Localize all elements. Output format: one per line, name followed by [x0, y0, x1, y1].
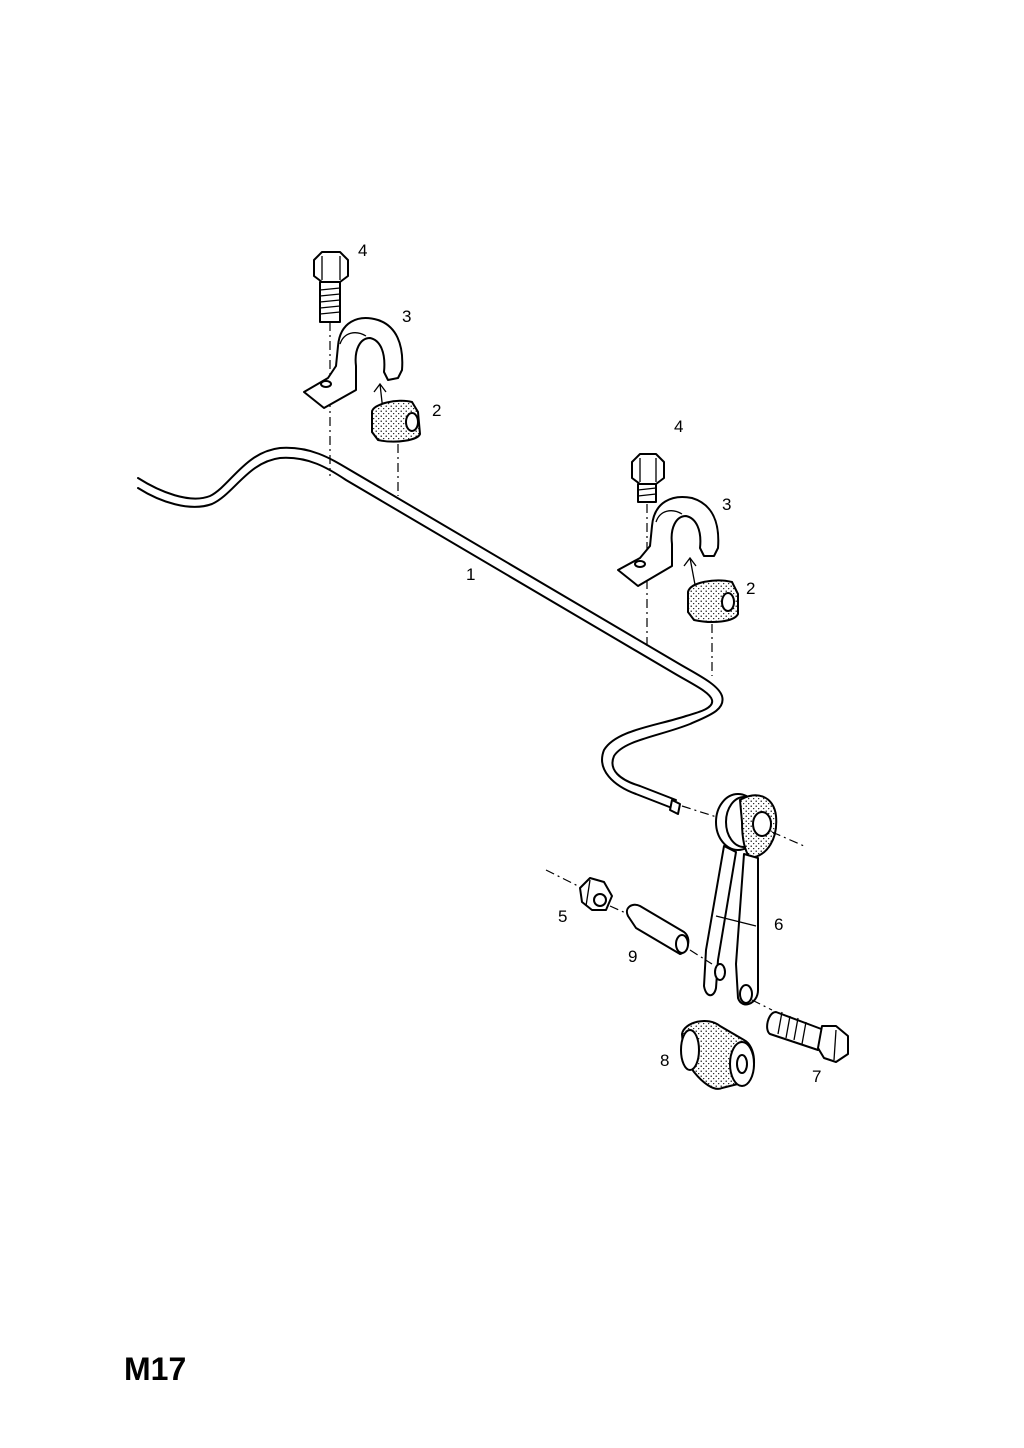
callout-right-bolt: 4	[674, 417, 683, 436]
right-bush	[687, 579, 739, 623]
callout-link: 6	[774, 915, 783, 934]
callout-link-bolt: 7	[812, 1067, 821, 1086]
stabilizer-bar	[137, 446, 727, 821]
link-bolt-axis	[751, 999, 773, 1011]
link-bolt	[766, 1011, 849, 1063]
callout-left-clamp: 3	[402, 307, 411, 326]
right-bolt	[631, 453, 665, 503]
callout-left-bush: 2	[432, 401, 441, 420]
callout-link-bush: 8	[660, 1051, 669, 1070]
upper-link-bush	[715, 793, 778, 860]
lower-link-bush	[680, 1019, 755, 1090]
sleeve	[626, 903, 690, 955]
left-bush	[371, 399, 422, 443]
callout-nut: 5	[558, 907, 567, 926]
nut-sleeve-axis	[609, 905, 629, 915]
diagram-code: M17	[124, 1351, 186, 1387]
upper-link-axis	[771, 831, 805, 847]
nut-axis	[545, 869, 579, 887]
left-bolt	[313, 251, 349, 323]
callout-right-clamp: 3	[722, 495, 731, 514]
nut	[579, 877, 613, 911]
callout-bar: 1	[466, 565, 475, 584]
callout-left-bolt: 4	[358, 241, 367, 260]
callout-sleeve: 9	[628, 947, 637, 966]
right-clamp	[617, 496, 720, 587]
left-clamp	[303, 317, 404, 409]
sleeve-axis	[689, 949, 713, 965]
callout-right-bush: 2	[746, 579, 755, 598]
drop-link	[703, 845, 759, 1006]
